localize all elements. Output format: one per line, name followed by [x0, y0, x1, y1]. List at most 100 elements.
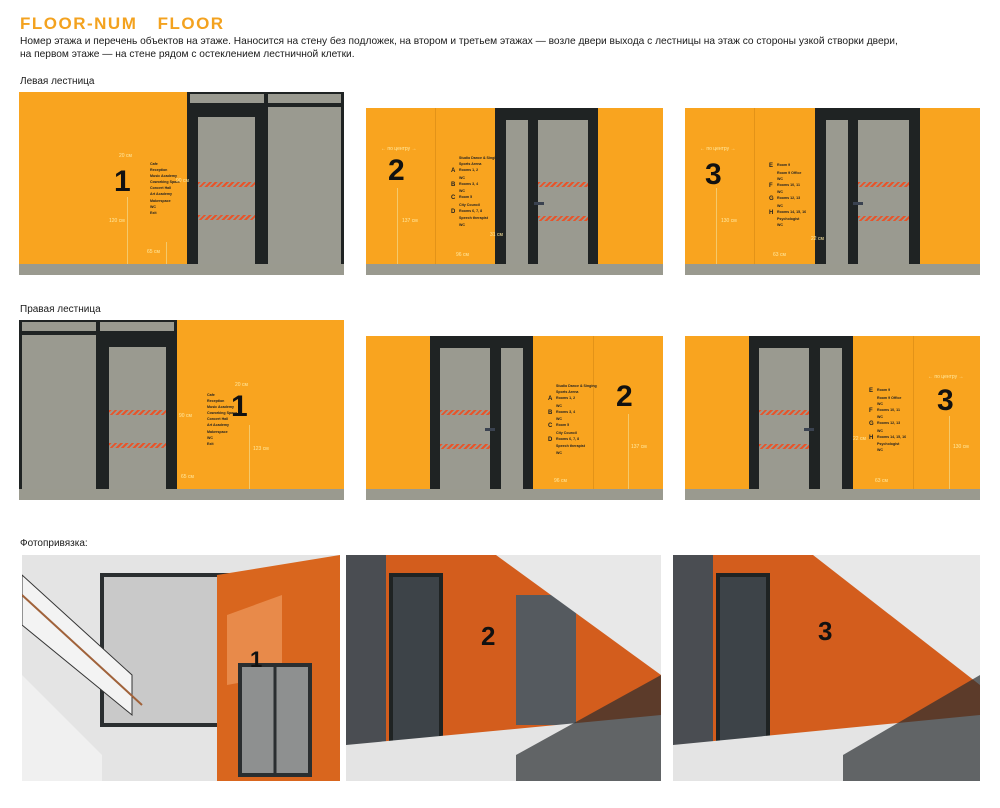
object-name: Cafe — [150, 162, 158, 166]
object-name: WC — [877, 401, 883, 406]
object-name: Rooms 12, 13 — [877, 421, 901, 426]
object-list-item: Sports Arena — [548, 390, 597, 395]
object-name: Coworking Space — [150, 180, 181, 185]
object-list-item: WC — [769, 204, 806, 209]
object-list-item: WC — [769, 190, 806, 195]
dimension-label: 90 см — [176, 178, 189, 184]
object-name: Makerspace — [207, 429, 228, 434]
object-list-item: WC — [451, 223, 500, 228]
zone-letter: F — [869, 407, 873, 414]
description-line: на первом этаже — на стене рядом с остек… — [20, 49, 355, 60]
object-list-item: Psychologist — [869, 442, 906, 447]
object-list-item: Art Academy — [142, 192, 180, 197]
object-name: Speech therapist — [556, 444, 585, 449]
object-list-item: Coworking Space — [199, 411, 237, 416]
object-name: Room 9 Office — [777, 170, 802, 175]
object-list-item: WC — [869, 429, 906, 434]
object-name: Sports Arena — [459, 162, 482, 167]
object-name: Room 9 — [877, 388, 891, 392]
object-name: WC — [556, 450, 562, 455]
object-name: Cafe — [207, 393, 215, 397]
section-photos: Фотопривязка: — [20, 538, 88, 549]
stairwell-illustration: 1 — [22, 555, 340, 781]
dimension-label: 137 см — [631, 444, 647, 450]
object-list-item: Art Academy — [199, 423, 237, 428]
object-name: City Council — [459, 202, 480, 207]
stairwell-illustration: 2 — [346, 555, 661, 781]
object-name: Studio Dance & Singing — [556, 384, 597, 388]
zone-letter: G — [869, 421, 874, 428]
object-name: Music Academy — [207, 405, 235, 410]
object-list-item: WC — [869, 415, 906, 420]
object-list-item: Studio Dance & Singing — [451, 156, 500, 161]
dimension-label: 90 см — [179, 413, 192, 419]
dimension-label: 63 см — [875, 478, 888, 484]
floor-number: 1 — [114, 165, 131, 198]
zone-letter: B — [451, 181, 456, 188]
object-name: WC — [150, 204, 156, 209]
object-name: Psychologist — [877, 442, 900, 447]
floor-number: 1 — [250, 647, 262, 672]
object-name: Rooms 10, 11 — [777, 182, 800, 187]
object-name: WC — [877, 415, 883, 420]
dimension-label: 130 см — [953, 444, 969, 450]
dimension-label: 96 см — [456, 252, 469, 258]
zone-letter: C — [451, 195, 456, 202]
dimension-label: 22 см — [811, 236, 824, 242]
dimension-label: ← по центру → — [928, 374, 964, 380]
object-list-item: Reception — [199, 399, 237, 404]
object-name: Art Academy — [207, 423, 230, 428]
object-list-item: City Council — [451, 203, 500, 208]
object-name: Studio Dance & Singing — [459, 156, 500, 160]
object-name: Rooms 6, 7, 8 — [556, 436, 580, 441]
page-description: Номер этажа и перечень объектов на этаже… — [20, 35, 980, 61]
dimension-label: 120 см — [109, 218, 125, 224]
object-name: WC — [877, 428, 883, 433]
object-name: Psychologist — [777, 217, 800, 222]
zone-letter: A — [451, 168, 456, 175]
object-list-item: WC — [199, 436, 237, 441]
floor-number: 2 — [616, 380, 633, 413]
zone-letter: D — [451, 208, 456, 215]
object-name: WC — [459, 189, 465, 194]
floor-number: 3 — [818, 616, 832, 646]
zone-letter: C — [548, 423, 553, 430]
dimension-label: 137 см — [402, 218, 418, 224]
object-name: Room 9 — [777, 163, 791, 167]
stairwell-illustration: 3 — [673, 555, 980, 781]
dimension-label: ← по центру → — [381, 146, 417, 152]
object-list-item: Cafe — [142, 162, 180, 167]
object-list-item: Music Academy — [142, 174, 180, 179]
zone-letter: B — [548, 409, 553, 416]
zone-letter: E — [769, 163, 774, 169]
dimension-label: ← по центру → — [700, 146, 736, 152]
object-list-item: Speech therapist — [451, 216, 500, 221]
object-name: Music Academy — [150, 174, 178, 179]
object-list-item: WC — [451, 176, 500, 181]
object-list-item: Makerspace — [199, 430, 237, 435]
object-name: Coworking Space — [207, 411, 238, 416]
object-name: Rooms 12, 13 — [777, 196, 801, 201]
object-name: WC — [556, 417, 562, 422]
object-name: City Council — [556, 430, 577, 435]
dimension-label: 63 см — [773, 252, 786, 258]
dimension-label: 130 см — [721, 218, 737, 224]
object-list-item: Exit — [199, 442, 237, 447]
object-name: WC — [777, 176, 783, 181]
object-list-item: Studio Dance & Singing — [548, 384, 597, 389]
zone-letter: H — [869, 434, 874, 441]
object-name: WC — [459, 175, 465, 180]
object-name: WC — [556, 403, 562, 408]
dimension-label: 123 см — [253, 446, 269, 452]
object-name: Makerspace — [150, 198, 171, 203]
